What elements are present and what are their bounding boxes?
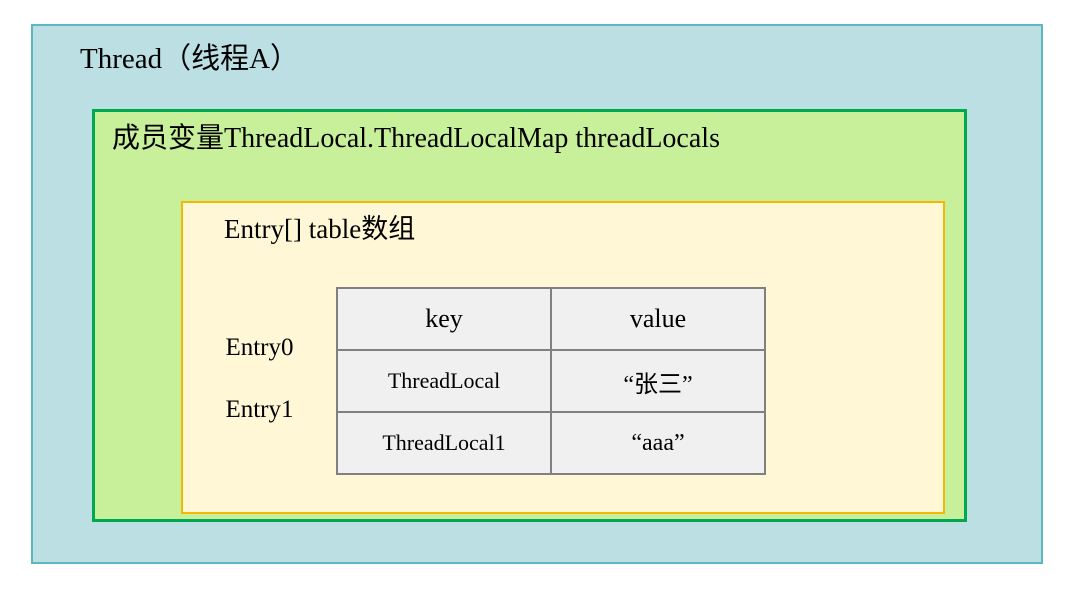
cell-value-0: “张三” <box>550 349 766 413</box>
column-header-value: value <box>550 287 766 351</box>
thread-box: Thread（线程A） 成员变量ThreadLocal.ThreadLocalM… <box>31 24 1043 564</box>
entry-label-1: Entry1 <box>225 396 294 423</box>
table-row: ThreadLocal “张三” <box>336 349 766 413</box>
cell-key-1: ThreadLocal1 <box>336 411 552 475</box>
table-header-row: key value <box>336 287 766 351</box>
entry-table-box: Entry[] table数组 Entry0 Entry1 key value <box>181 201 945 514</box>
column-header-key: key <box>336 287 552 351</box>
threadlocalmap-box-title: 成员变量ThreadLocal.ThreadLocalMap threadLoc… <box>112 123 720 154</box>
cell-key-0: ThreadLocal <box>336 349 552 413</box>
threadlocalmap-box: 成员变量ThreadLocal.ThreadLocalMap threadLoc… <box>92 109 967 522</box>
cell-value-1: “aaa” <box>550 411 766 475</box>
thread-box-title: Thread（线程A） <box>80 43 300 75</box>
entry-table-title: Entry[] table数组 <box>224 214 416 244</box>
entry-label-0: Entry0 <box>225 334 294 361</box>
key-value-table: key value ThreadLocal “张三” ThreadLocal1 … <box>336 287 766 475</box>
table-row: ThreadLocal1 “aaa” <box>336 411 766 475</box>
